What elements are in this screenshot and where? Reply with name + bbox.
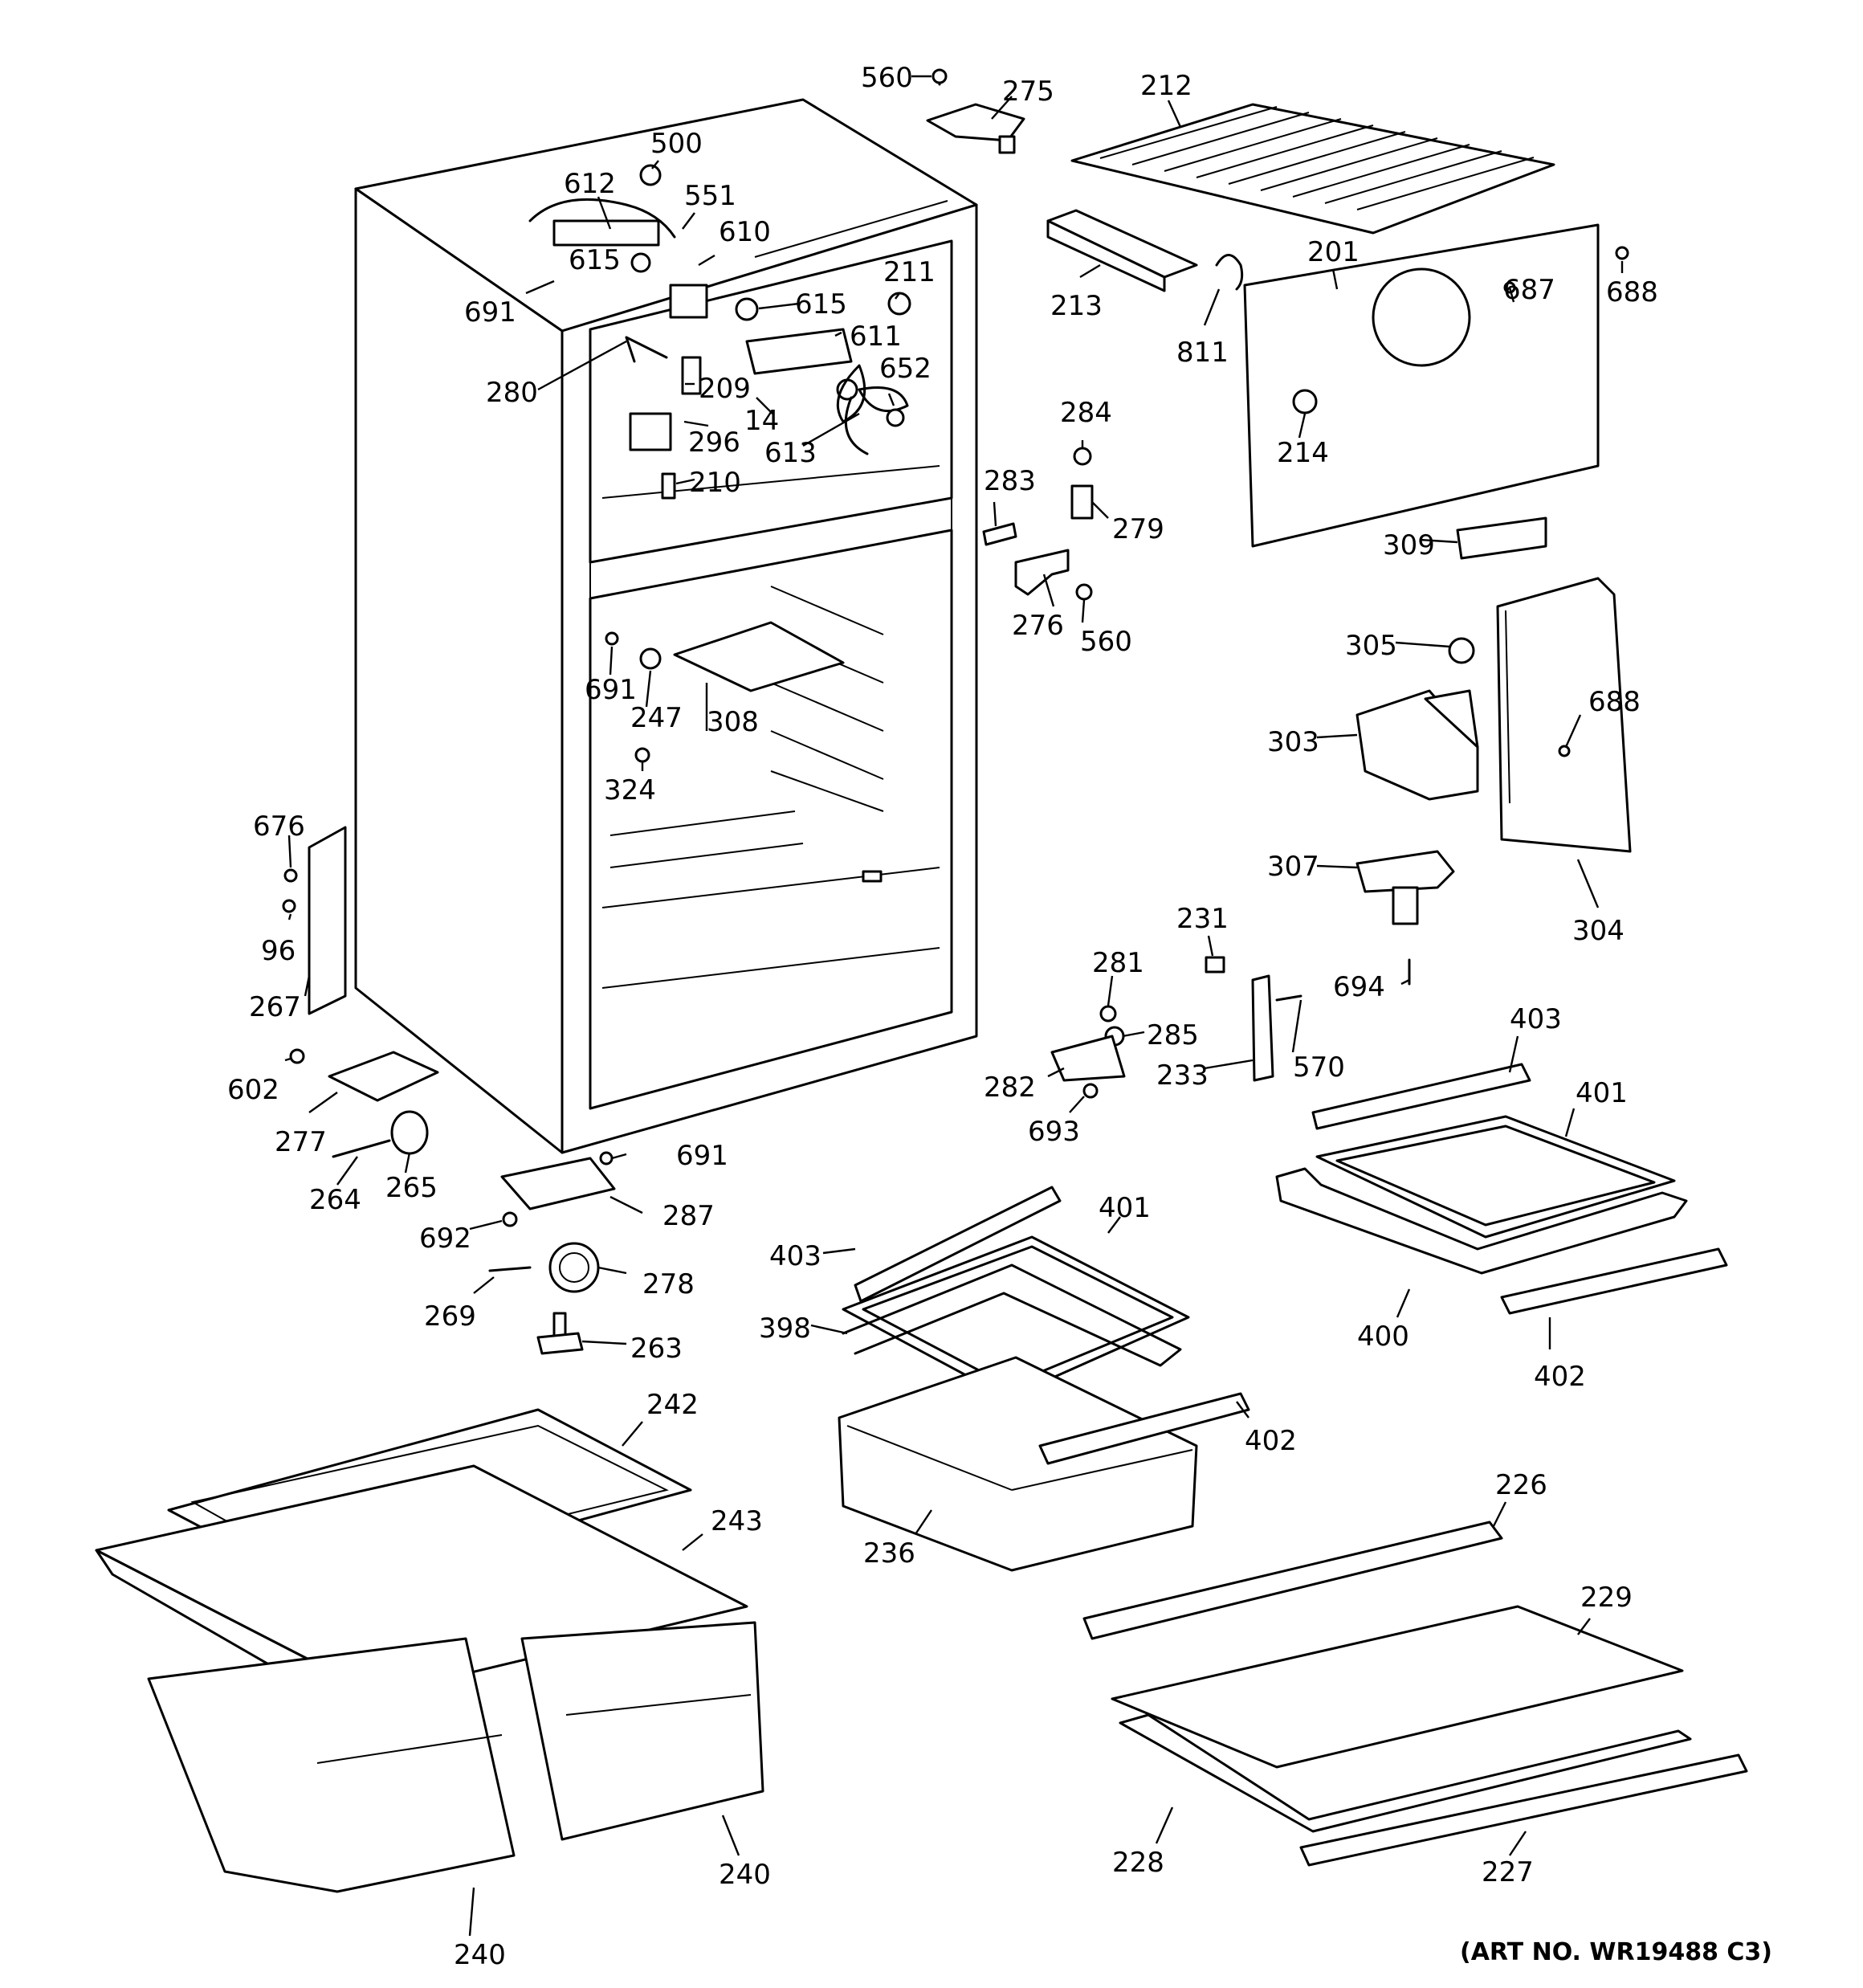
callout-265: 265 [385, 1172, 438, 1204]
callout-692: 692 [419, 1223, 471, 1255]
ice-tray [1046, 209, 1198, 292]
callout-201: 201 [1307, 236, 1360, 268]
freezer-wire-shelf [1070, 103, 1555, 235]
roller-assembly [289, 1048, 616, 1355]
callout-240: 240 [454, 1939, 506, 1971]
callout-280: 280 [486, 377, 538, 409]
callout-402: 402 [1245, 1425, 1297, 1457]
callout-676: 676 [253, 810, 305, 843]
callout-285: 285 [1147, 1019, 1199, 1051]
callout-401: 401 [1576, 1077, 1628, 1109]
callout-691: 691 [585, 674, 637, 706]
callout-247: 247 [630, 702, 683, 734]
callout-281: 281 [1092, 947, 1144, 979]
dispenser-assembly [1355, 577, 1632, 986]
art-number: (ART NO. WR19488 C3) [1460, 1938, 1772, 1966]
callout-652: 652 [879, 353, 932, 385]
callout-602: 602 [227, 1074, 279, 1106]
callout-551: 551 [684, 180, 736, 212]
callout-275: 275 [1002, 76, 1054, 108]
callout-212: 212 [1140, 70, 1192, 102]
callout-226: 226 [1495, 1469, 1547, 1501]
callout-688: 688 [1606, 276, 1658, 308]
callout-211: 211 [883, 256, 936, 288]
shelf-support-parts [1050, 956, 1302, 1099]
callout-570: 570 [1293, 1051, 1345, 1084]
callout-243: 243 [711, 1505, 763, 1537]
callout-403: 403 [769, 1240, 821, 1272]
callout-560: 560 [861, 62, 913, 94]
callout-287: 287 [662, 1200, 715, 1232]
callout-324: 324 [604, 774, 656, 806]
callout-240: 240 [719, 1859, 771, 1891]
callout-269: 269 [424, 1300, 476, 1333]
callout-263: 263 [630, 1333, 683, 1365]
callout-227: 227 [1482, 1856, 1534, 1888]
callout-14: 14 [744, 405, 779, 437]
callout-687: 687 [1503, 274, 1555, 306]
callout-277: 277 [275, 1126, 327, 1158]
top-hinge [926, 68, 1025, 154]
crisper-drawers [95, 1408, 764, 1893]
callout-610: 610 [719, 216, 771, 248]
shelf-bottom-right [1082, 1521, 1748, 1867]
callout-210: 210 [689, 467, 741, 499]
callout-278: 278 [642, 1268, 695, 1300]
callout-labels: 560 275 212 500 612 551 610 615 691 211 … [227, 62, 1658, 1971]
fresh-food-components [605, 621, 883, 883]
callout-688: 688 [1588, 686, 1641, 718]
callout-276: 276 [1012, 610, 1064, 642]
callout-209: 209 [699, 373, 751, 405]
callout-691: 691 [676, 1140, 728, 1172]
callout-242: 242 [646, 1389, 699, 1421]
leader-lines [284, 75, 1624, 1937]
callout-267: 267 [249, 991, 301, 1023]
lower-hinge-side [282, 826, 347, 1015]
callout-282: 282 [984, 1072, 1036, 1104]
shelf-right [1275, 1063, 1728, 1315]
callout-228: 228 [1112, 1847, 1164, 1879]
callout-304: 304 [1572, 915, 1625, 947]
callout-236: 236 [863, 1537, 915, 1570]
callout-403: 403 [1510, 1003, 1562, 1035]
callout-214: 214 [1277, 437, 1329, 469]
callout-402: 402 [1534, 1361, 1586, 1393]
callout-612: 612 [564, 168, 616, 200]
callout-303: 303 [1267, 726, 1319, 758]
callout-613: 613 [764, 437, 817, 469]
callout-307: 307 [1267, 851, 1319, 883]
freezer-components [528, 164, 911, 500]
callout-229: 229 [1580, 1582, 1633, 1614]
callout-279: 279 [1112, 513, 1164, 545]
callout-231: 231 [1176, 903, 1229, 935]
callout-296: 296 [688, 427, 740, 459]
callout-233: 233 [1156, 1059, 1209, 1092]
callout-284: 284 [1060, 397, 1112, 429]
freezer-rear-panel [1215, 223, 1629, 548]
callout-611: 611 [850, 320, 902, 353]
callout-500: 500 [650, 128, 703, 160]
callout-691: 691 [464, 296, 516, 329]
callout-615: 615 [569, 244, 621, 276]
callout-283: 283 [984, 465, 1036, 497]
callout-309: 309 [1383, 529, 1435, 561]
callout-401: 401 [1099, 1192, 1151, 1224]
callout-811: 811 [1176, 337, 1229, 369]
callout-213: 213 [1050, 290, 1103, 322]
damper-parts [982, 447, 1547, 601]
callout-693: 693 [1028, 1116, 1080, 1148]
callout-308: 308 [707, 706, 759, 738]
callout-694: 694 [1333, 971, 1385, 1003]
shelf-center [838, 1186, 1250, 1572]
callout-96: 96 [261, 935, 296, 967]
callout-560: 560 [1080, 626, 1132, 658]
callout-400: 400 [1357, 1321, 1409, 1353]
callout-398: 398 [759, 1312, 811, 1345]
callout-305: 305 [1345, 630, 1397, 662]
callout-264: 264 [309, 1184, 361, 1216]
callout-615: 615 [795, 288, 847, 320]
